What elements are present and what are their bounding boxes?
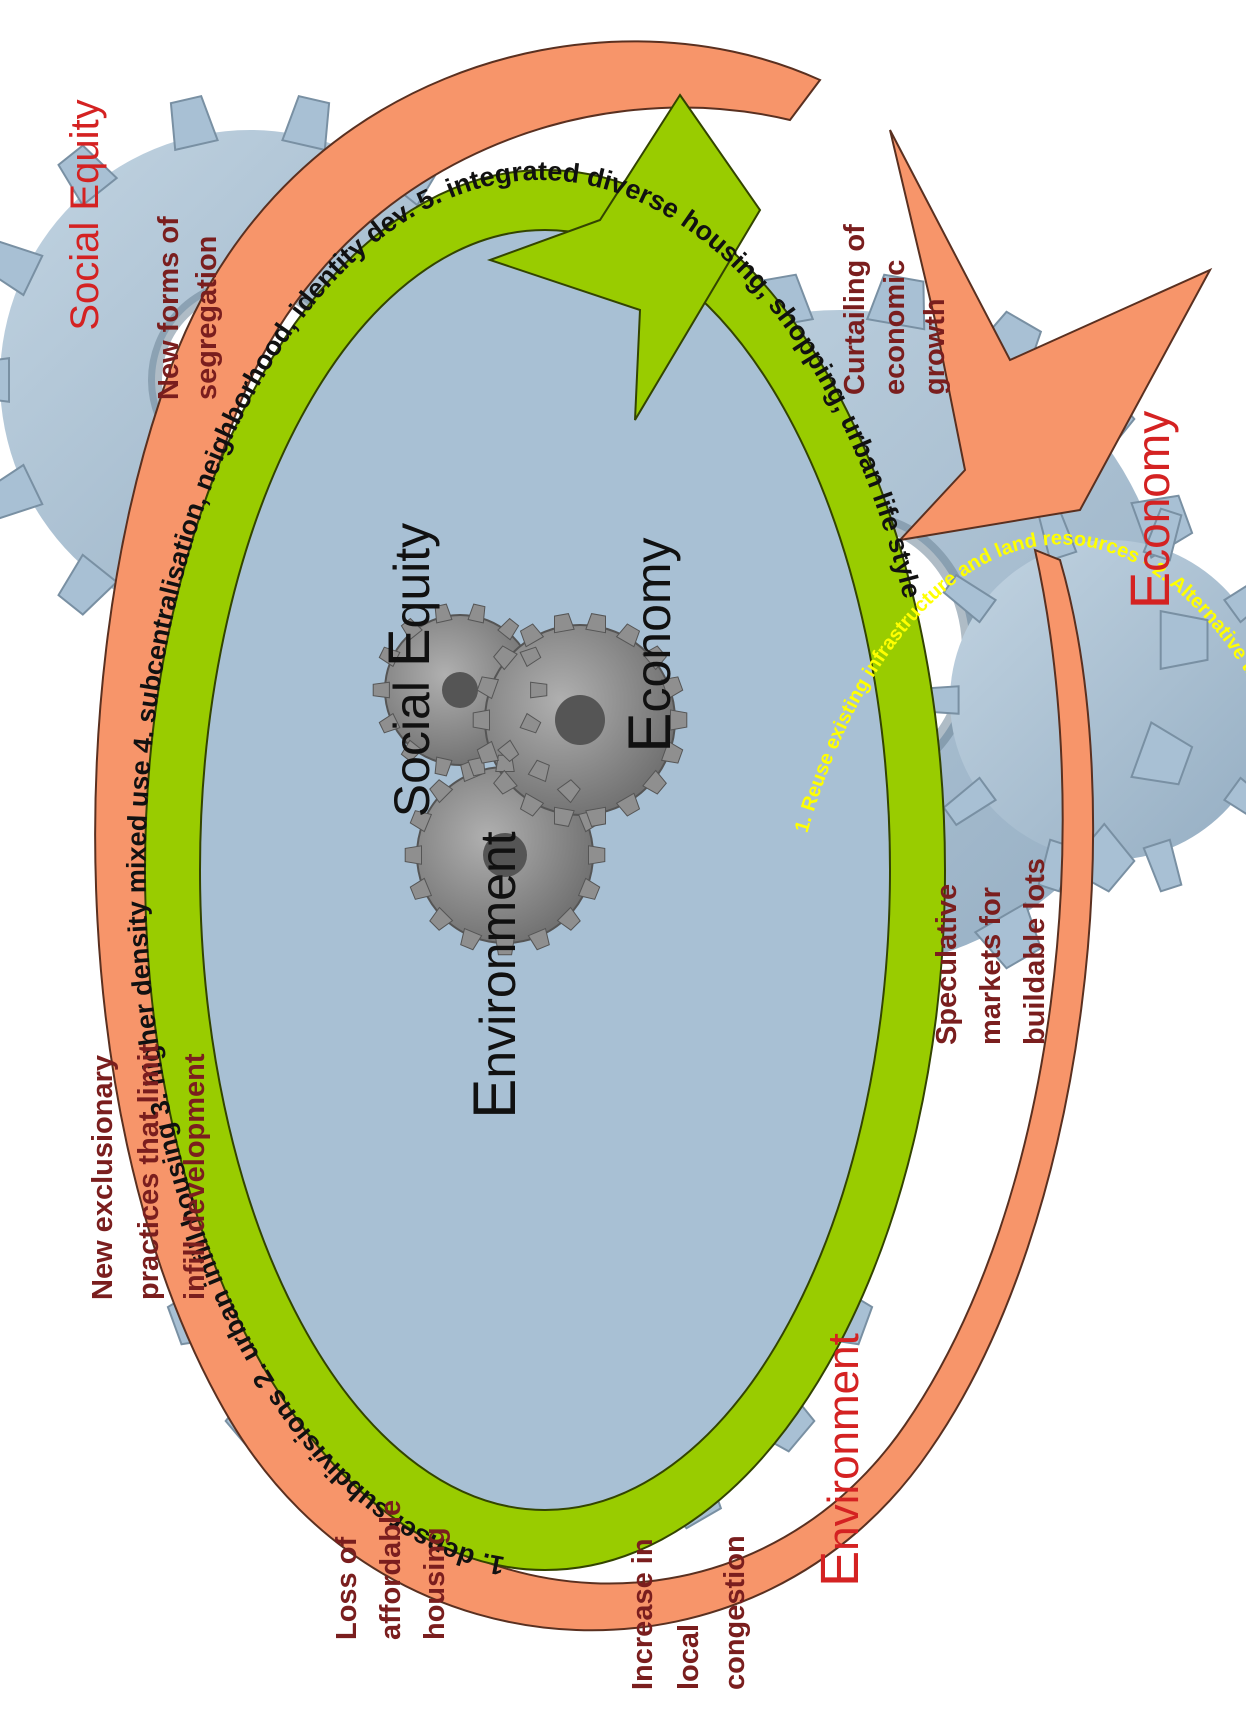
center-gear-tooth [660, 676, 684, 700]
gear-tooth [281, 95, 331, 152]
center-gear-tooth [476, 676, 500, 700]
center-gear-tooth [556, 906, 581, 931]
gear-tooth [1222, 776, 1246, 815]
center-gear-tooth [400, 739, 423, 763]
center-gear-tooth [467, 603, 486, 624]
center-gear-tooth [409, 877, 433, 900]
center-gear-tooth [527, 927, 550, 951]
gear-tooth [57, 144, 119, 207]
center-label-economy: Economy [616, 537, 683, 753]
gear-tooth [865, 273, 926, 331]
gear-tooth [169, 95, 219, 152]
center-label-social-equity: Social Equity [377, 522, 442, 818]
label-social-equity: Social Equity [63, 99, 107, 331]
center-gear-tooth [615, 623, 641, 648]
center-gear-tooth [670, 709, 688, 731]
center-gear-tooth [493, 769, 518, 795]
center-gear-tooth [434, 603, 453, 624]
gear-tooth [0, 357, 10, 403]
center-gear-tooth [460, 927, 483, 951]
center-gear-tooth [642, 645, 667, 671]
center-gear-tooth [519, 623, 545, 648]
center-gear-tooth [519, 712, 542, 734]
center-gear-tooth [409, 810, 433, 833]
center-gear-tooth [519, 792, 545, 817]
gear-tooth [0, 240, 44, 297]
gear-tooth [0, 463, 44, 520]
center-gear-tooth [495, 938, 515, 956]
gear-tooth [1130, 721, 1194, 786]
center-gear-tooth [556, 779, 581, 804]
gear-tooth [1142, 838, 1183, 893]
center-gear-tooth [378, 646, 401, 668]
center-gear-tooth [585, 613, 606, 634]
gear-tooth [1222, 585, 1246, 624]
gear-tooth [973, 901, 1043, 970]
gear-tooth [1142, 507, 1183, 562]
gear-tooth [1159, 609, 1209, 671]
center-gear-tooth [493, 645, 518, 671]
label-economy: Economy [1118, 410, 1181, 610]
center-gear-tooth [497, 617, 520, 641]
center-gear-tooth [585, 806, 606, 827]
center-gear-tooth [588, 845, 606, 865]
center-gear-tooth [660, 740, 684, 764]
center-gear-tooth [527, 759, 550, 783]
center-gear-tooth [577, 877, 601, 900]
center-gear-tooth [615, 792, 641, 817]
center-gear-tooth [378, 712, 401, 734]
center-gear-tooth [472, 709, 490, 731]
center-gear-tooth [467, 756, 486, 777]
center-gear-tooth [434, 756, 453, 777]
center-gear-tooth [429, 779, 454, 804]
center-label-environment: Environment [461, 831, 528, 1119]
label-environment: Environment [810, 1333, 870, 1587]
center-gear-tooth [404, 845, 422, 865]
center-gear-tooth [554, 613, 575, 634]
gear-tooth [57, 553, 119, 616]
center-gear-tooth [372, 681, 390, 699]
gear-tooth [942, 573, 998, 624]
center-gear-tooth [400, 617, 423, 641]
center-gear-tooth [554, 806, 575, 827]
center-gear-tooth [497, 739, 520, 763]
center-gear-tooth [429, 906, 454, 931]
center-gear-tooth [530, 681, 548, 699]
center-gear-tooth [519, 646, 542, 668]
center-gear-tooth [476, 740, 500, 764]
center-gear-tooth [642, 769, 667, 795]
